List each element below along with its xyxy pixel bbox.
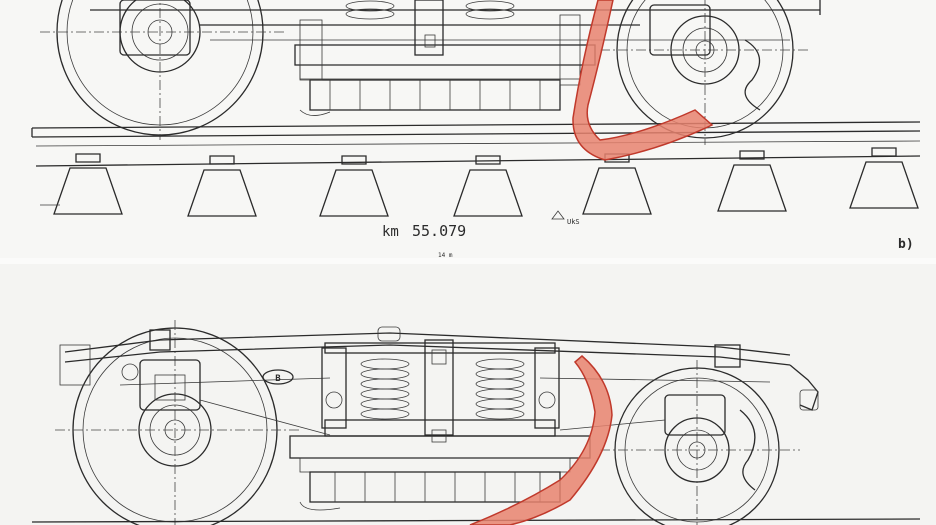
marker-label: UkS (567, 218, 580, 226)
sleepers-b (40, 147, 919, 217)
small-note: 14 m (438, 252, 453, 259)
badge-text: B (275, 374, 281, 384)
right-wheel-b (600, 0, 810, 145)
rail-c (31, 518, 921, 523)
rail-b (31, 121, 921, 167)
panel-b-background (0, 0, 936, 258)
km-value: 55.079 (412, 222, 466, 240)
red-strap-b (572, 0, 714, 161)
right-wheel-c (600, 360, 800, 525)
panel-label-b: b) (898, 237, 914, 252)
ground-marker-triangle (551, 210, 565, 220)
bogie-frame-b (90, 0, 821, 116)
panel-b: UkS km 55.079 14 m b) (0, 0, 936, 259)
km-prefix: km (382, 224, 399, 240)
panel-c: B (31, 320, 921, 525)
red-strap-c (469, 355, 613, 525)
badge-c: B (262, 369, 294, 385)
left-wheel-c (55, 320, 300, 525)
panel-separator (0, 258, 936, 264)
